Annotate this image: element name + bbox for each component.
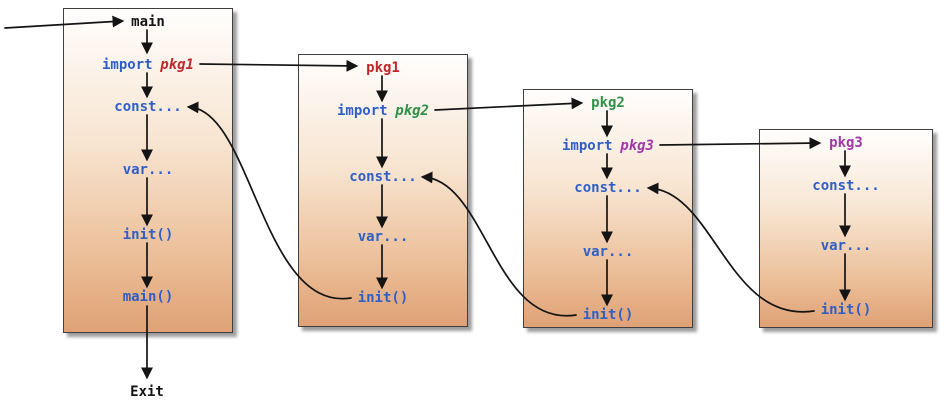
box-pkg3-title: pkg3 [829, 135, 863, 151]
box-pkg1-import-row: import pkg2 [299, 102, 467, 120]
box-pkg1-import-target: pkg2 [395, 103, 429, 119]
box-pkg2-var-label: var... [582, 244, 634, 260]
box-pkg2-init-label: init() [582, 307, 634, 323]
box-main-title: main [131, 14, 165, 30]
box-main: main import pkg1 const... var... init() m… [63, 8, 233, 333]
exit-label: Exit [130, 384, 164, 400]
box-pkg3-init-label: init() [820, 302, 872, 318]
box-main-import-row: import pkg1 [64, 56, 232, 74]
box-main-init-label: init() [122, 227, 174, 243]
box-pkg3-const-label: const... [812, 178, 880, 194]
box-pkg2-import-target: pkg3 [620, 138, 654, 154]
box-main-import-target: pkg1 [160, 57, 194, 73]
box-main-var-label: var... [122, 162, 174, 178]
box-main-import-keyword: import [102, 57, 153, 73]
box-pkg2-import-row: import pkg3 [524, 137, 692, 155]
box-pkg1: pkg1 import pkg2 const... var... init() [298, 54, 468, 327]
box-pkg2-import-keyword: import [562, 138, 613, 154]
box-pkg3: pkg3 const... var... init() [759, 129, 933, 328]
box-pkg1-const-label: const... [349, 169, 417, 185]
box-main-maincall-label: main() [122, 289, 174, 305]
box-pkg1-var-label: var... [357, 229, 409, 245]
box-pkg2-const-label: const... [574, 180, 642, 196]
box-pkg1-init-label: init() [357, 290, 409, 306]
box-pkg2-title: pkg2 [591, 95, 625, 111]
box-pkg2: pkg2 import pkg3 const... var... init() [523, 89, 693, 328]
box-pkg1-title: pkg1 [366, 60, 400, 76]
box-pkg3-var-label: var... [820, 238, 872, 254]
box-main-const-label: const... [114, 99, 182, 115]
box-pkg1-import-keyword: import [337, 103, 388, 119]
